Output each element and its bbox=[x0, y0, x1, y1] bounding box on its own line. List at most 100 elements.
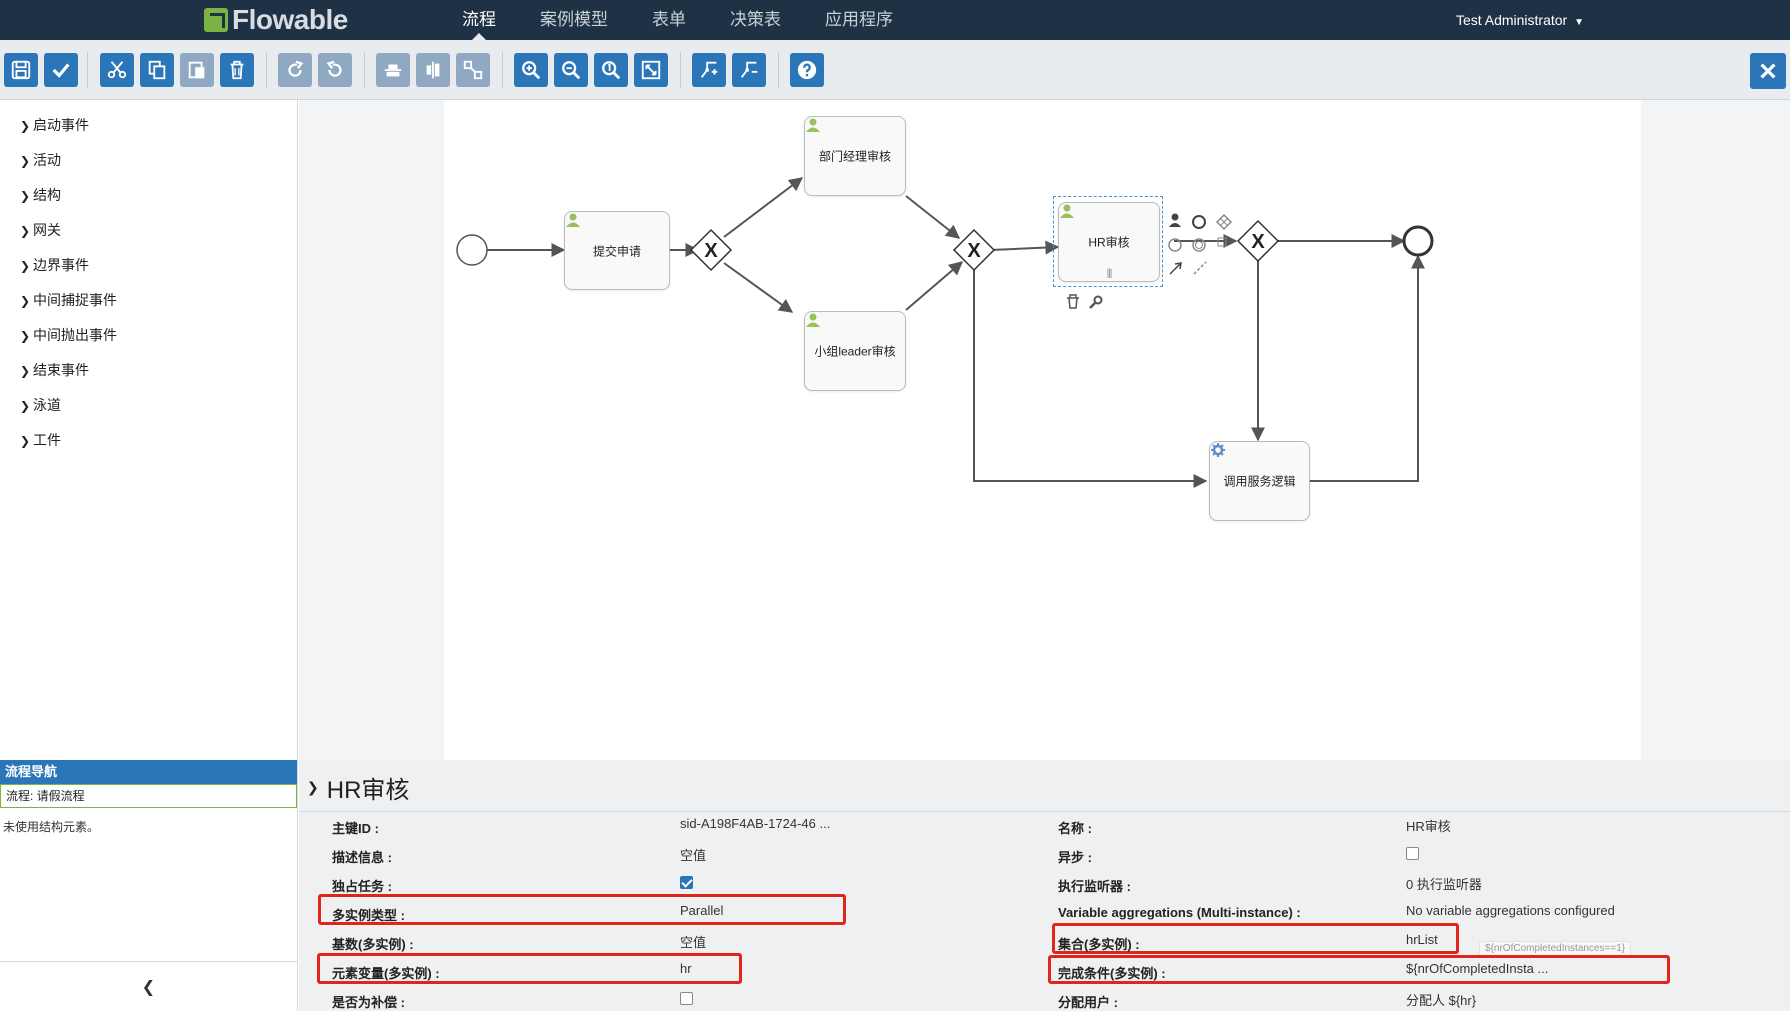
palette-group-activities[interactable]: ❯活动 bbox=[20, 150, 61, 170]
zoom-out-button[interactable] bbox=[554, 53, 588, 87]
bend-point-add-button[interactable] bbox=[692, 53, 726, 87]
user-task-group-leader[interactable]: 小组leader审核 bbox=[804, 311, 906, 391]
palette-group-label: 中间抛出事件 bbox=[33, 327, 117, 343]
nav-tab-app[interactable]: 应用程序 bbox=[825, 10, 893, 29]
prop-value-cardinality[interactable]: 空值 bbox=[680, 935, 707, 950]
help-icon bbox=[797, 60, 817, 80]
align-horizontal-button[interactable] bbox=[376, 53, 410, 87]
prop-value-collection[interactable]: hrList bbox=[1406, 932, 1438, 947]
close-icon bbox=[1760, 63, 1776, 79]
undo-button[interactable] bbox=[318, 53, 352, 87]
close-editor-button[interactable] bbox=[1750, 53, 1786, 89]
exclusive-gateway-join[interactable]: X bbox=[952, 228, 996, 272]
exclusive-checkbox[interactable] bbox=[680, 876, 693, 889]
quick-association-icon[interactable] bbox=[1193, 261, 1207, 275]
prop-value-documentation[interactable]: 空值 bbox=[680, 848, 707, 863]
flow-gateway-to-leader[interactable] bbox=[723, 262, 794, 313]
palette-group-structural[interactable]: ❯结构 bbox=[20, 185, 61, 205]
selection-box bbox=[1053, 196, 1163, 287]
flowable-logo-icon bbox=[204, 8, 228, 32]
quick-add-end-event-icon[interactable] bbox=[1192, 215, 1206, 229]
bend-point-remove-button[interactable] bbox=[732, 53, 766, 87]
palette-group-start-events[interactable]: ❯启动事件 bbox=[20, 115, 89, 135]
zoom-actual-icon bbox=[602, 61, 621, 80]
save-button[interactable] bbox=[4, 53, 38, 87]
help-button[interactable] bbox=[790, 53, 824, 87]
quick-menu bbox=[1168, 213, 1233, 275]
redo-button[interactable] bbox=[278, 53, 312, 87]
prop-value-name[interactable]: HR审核 bbox=[1406, 819, 1451, 834]
wrench-icon[interactable] bbox=[1089, 295, 1103, 309]
delete-element-icon[interactable] bbox=[1067, 294, 1079, 309]
same-size-button[interactable] bbox=[456, 53, 490, 87]
palette-group-artifacts[interactable]: ❯工件 bbox=[20, 430, 61, 450]
prop-value-completion-condition[interactable]: ${nrOfCompletedInsta ... bbox=[1406, 961, 1549, 976]
collapse-panel-button[interactable]: ❮ bbox=[0, 961, 297, 1011]
flow-leader-to-join[interactable] bbox=[905, 261, 964, 311]
nav-tab-decision-table[interactable]: 决策表 bbox=[730, 10, 781, 29]
flowable-logo[interactable]: Flowable bbox=[204, 4, 348, 36]
user-task-dept-manager[interactable]: 部门经理审核 bbox=[804, 116, 906, 196]
palette-group-swimlanes[interactable]: ❯泳道 bbox=[20, 395, 61, 415]
navigator-process-item[interactable]: 流程: 请假流程 bbox=[0, 784, 297, 808]
quick-add-text-annotation-icon[interactable] bbox=[1217, 237, 1227, 247]
task-label: 小组leader审核 bbox=[814, 344, 896, 359]
paste-button[interactable] bbox=[180, 53, 214, 87]
user-menu[interactable]: Test Administrator ▼ bbox=[1456, 0, 1584, 43]
palette-group-label: 启动事件 bbox=[33, 117, 89, 133]
prop-value-element-variable[interactable]: hr bbox=[680, 961, 692, 976]
bend-point-remove-icon bbox=[740, 61, 758, 78]
cut-button[interactable] bbox=[100, 53, 134, 87]
nav-tab-process[interactable]: 流程 bbox=[440, 0, 518, 40]
undo-icon bbox=[326, 60, 342, 77]
quick-add-gateway-icon[interactable] bbox=[1215, 213, 1233, 231]
copy-button[interactable] bbox=[140, 53, 174, 87]
prop-value-variable-aggregations[interactable]: No variable aggregations configured bbox=[1406, 903, 1615, 918]
brand-name: Flowable bbox=[232, 4, 348, 35]
quick-connect-arrow-icon[interactable] bbox=[1169, 262, 1182, 275]
zoom-in-button[interactable] bbox=[514, 53, 548, 87]
nav-tab-form[interactable]: 表单 bbox=[652, 10, 686, 29]
highlight-box bbox=[317, 953, 742, 984]
flow-dept-to-join[interactable] bbox=[905, 195, 961, 239]
prop-label-element-variable: 元素变量(多实例) : bbox=[332, 966, 440, 981]
start-event[interactable] bbox=[456, 234, 488, 266]
delete-button[interactable] bbox=[220, 53, 254, 87]
quick-add-intermediate-event-icon[interactable] bbox=[1168, 238, 1182, 252]
compensation-checkbox[interactable] bbox=[680, 992, 693, 1005]
prop-value-multi-instance-type[interactable]: Parallel bbox=[680, 903, 724, 918]
prop-value-assignee[interactable]: 分配人 ${hr} bbox=[1406, 993, 1477, 1008]
prop-value-execution-listeners[interactable]: 0 执行监听器 bbox=[1406, 877, 1482, 892]
palette-group-catch-events[interactable]: ❯中间捕捉事件 bbox=[20, 290, 117, 310]
flow-join-to-hr[interactable] bbox=[990, 240, 1060, 255]
paste-icon bbox=[188, 61, 205, 79]
diagram-canvas[interactable]: X X X bbox=[444, 100, 1641, 760]
nav-tab-case-model[interactable]: 案例模型 bbox=[540, 10, 608, 29]
palette-group-throw-events[interactable]: ❯中间抛出事件 bbox=[20, 325, 117, 345]
quick-add-boundary-event-icon[interactable] bbox=[1192, 238, 1206, 252]
user-task-hr[interactable]: HR审核 ||| bbox=[1058, 202, 1160, 282]
user-task-submit[interactable]: 提交申请 bbox=[564, 211, 670, 290]
palette-group-boundary-events[interactable]: ❯边界事件 bbox=[20, 255, 89, 275]
palette-group-label: 结构 bbox=[33, 187, 61, 203]
exclusive-gateway-hr[interactable]: X bbox=[1236, 219, 1280, 263]
chevron-right-icon: ❯ bbox=[20, 294, 31, 308]
async-checkbox[interactable] bbox=[1406, 847, 1419, 860]
properties-title[interactable]: ❯ HR审核 bbox=[307, 770, 409, 805]
zoom-actual-button[interactable] bbox=[594, 53, 628, 87]
service-task-call-logic[interactable]: 调用服务逻辑 bbox=[1209, 441, 1310, 521]
toolbar-separator bbox=[364, 52, 365, 88]
properties-panel: ❯ HR审核 主键ID : sid-A198F4AB-1724-46 ... 描… bbox=[299, 760, 1790, 1011]
palette-group-end-events[interactable]: ❯结束事件 bbox=[20, 360, 89, 380]
palette-group-gateways[interactable]: ❯网关 bbox=[20, 220, 61, 240]
quick-add-user-task-icon[interactable] bbox=[1169, 213, 1181, 228]
align-vertical-button[interactable] bbox=[416, 53, 450, 87]
flow-gateway-to-dept[interactable] bbox=[723, 177, 804, 238]
zoom-fit-button[interactable] bbox=[634, 53, 668, 87]
end-event[interactable] bbox=[1402, 225, 1434, 257]
flow-join-to-service[interactable] bbox=[973, 260, 1208, 488]
exclusive-gateway-split[interactable]: X bbox=[689, 228, 733, 272]
prop-value-id[interactable]: sid-A198F4AB-1724-46 ... bbox=[680, 816, 831, 831]
flow-service-to-end[interactable] bbox=[1308, 254, 1425, 482]
validate-button[interactable] bbox=[44, 53, 78, 87]
